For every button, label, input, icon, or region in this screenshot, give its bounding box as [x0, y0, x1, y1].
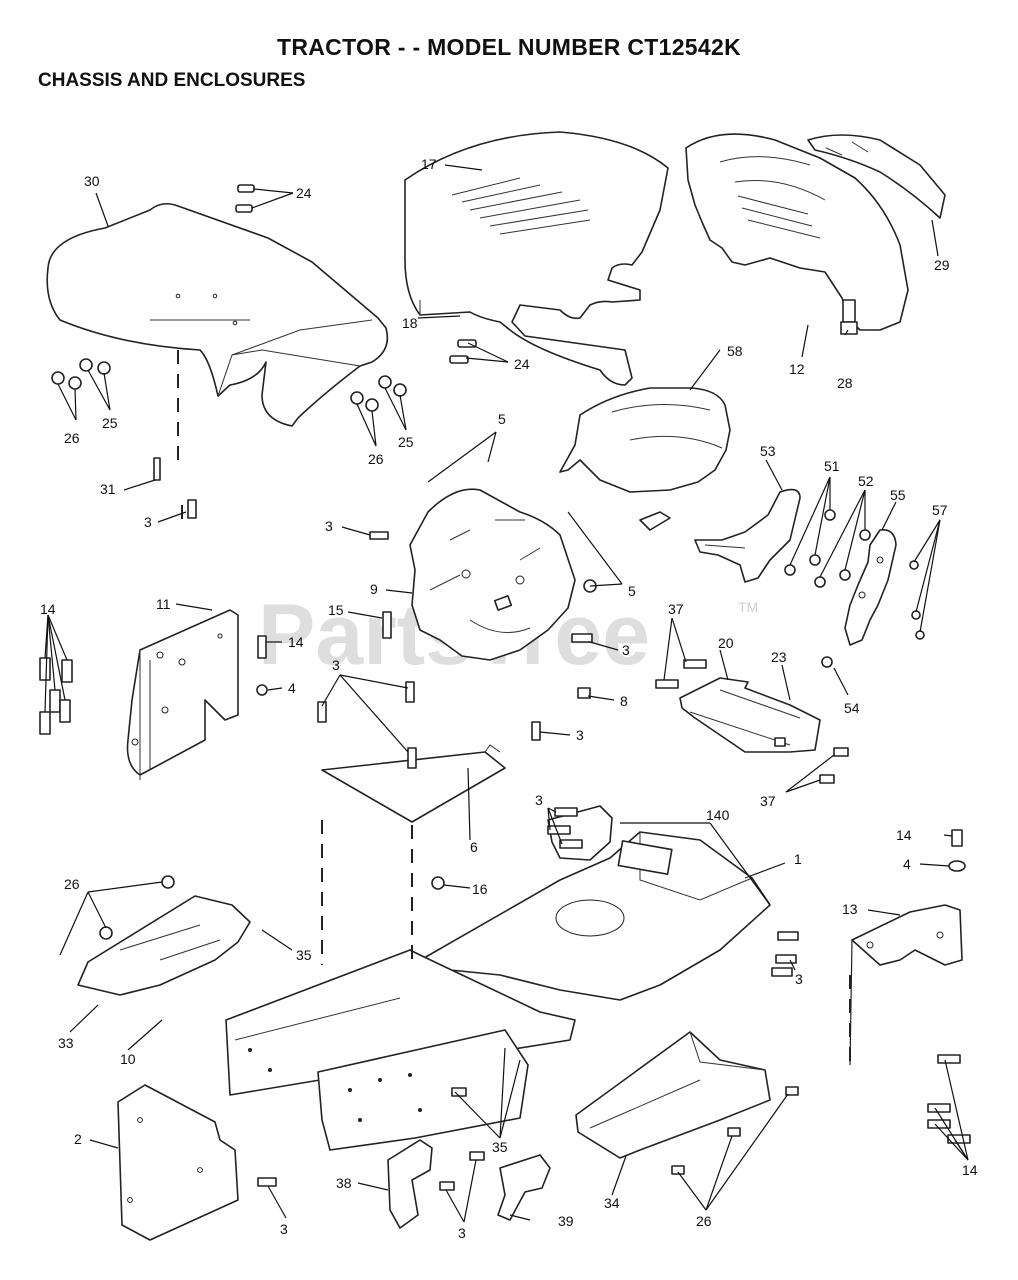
callout-10: 10: [120, 1051, 136, 1067]
callout-53: 53: [760, 443, 776, 459]
callout-15: 15: [328, 602, 344, 618]
part-plate-20: [679, 677, 821, 753]
callout-2: 2: [74, 1131, 82, 1147]
hardware-bolts: [39, 184, 971, 1191]
part-side-rails: [225, 949, 576, 1151]
callout-55: 55: [890, 487, 906, 503]
callout-8: 8: [620, 693, 628, 709]
callout-57: 57: [932, 502, 948, 518]
callout-25: 25: [102, 415, 118, 431]
callout-140: 140: [706, 807, 730, 823]
part-dash-58: [559, 387, 731, 531]
callout-34: 34: [604, 1195, 620, 1211]
callout-35: 35: [492, 1139, 508, 1155]
callout-25: 25: [398, 434, 414, 450]
callout-52: 52: [858, 473, 874, 489]
callout-38: 38: [336, 1175, 352, 1191]
callout-37: 37: [760, 793, 776, 809]
callout-3: 3: [280, 1221, 288, 1237]
callout-13: 13: [842, 901, 858, 917]
callout-30: 30: [84, 173, 100, 189]
leader-lines: [44, 164, 969, 1223]
part-bracket-38: [387, 1139, 433, 1229]
callout-5: 5: [498, 411, 506, 427]
part-frame-1: [409, 805, 771, 1001]
callout-26: 26: [368, 451, 384, 467]
callout-14: 14: [288, 634, 304, 650]
callout-14: 14: [896, 827, 912, 843]
callout-9: 9: [370, 581, 378, 597]
callout-24: 24: [296, 185, 312, 201]
callout-14: 14: [40, 601, 56, 617]
callout-23: 23: [771, 649, 787, 665]
callout-3: 3: [535, 792, 543, 808]
callout-3: 3: [622, 642, 630, 658]
part-plate-34: [575, 1031, 771, 1159]
callout-12: 12: [789, 361, 805, 377]
part-bracket-55: [844, 528, 897, 646]
part-panel-2: [117, 1084, 239, 1241]
callout-16: 16: [472, 881, 488, 897]
callout-54: 54: [844, 700, 860, 716]
callout-labels: 30 24 17 29 18 24 12 28 58 25 26 25 26 5…: [40, 156, 978, 1241]
callout-29: 29: [934, 257, 950, 273]
callout-3: 3: [325, 518, 333, 534]
callout-3: 3: [795, 971, 803, 987]
part-bracket-39: [497, 1154, 551, 1221]
part-fender-30: [46, 202, 389, 427]
callout-26: 26: [64, 876, 80, 892]
callout-24: 24: [514, 356, 530, 372]
callout-26: 26: [696, 1213, 712, 1229]
part-bracket-13: [849, 904, 963, 1066]
part-grille-29: [685, 133, 946, 335]
callout-11: 11: [156, 596, 171, 612]
callout-3: 3: [458, 1225, 466, 1241]
callout-5: 5: [628, 583, 636, 599]
callout-18: 18: [402, 315, 418, 331]
callout-6: 6: [470, 839, 478, 855]
callout-58: 58: [727, 343, 743, 359]
callout-37: 37: [668, 601, 684, 617]
callout-28: 28: [837, 375, 853, 391]
part-bracket-11: [126, 609, 239, 780]
callout-26: 26: [64, 430, 80, 446]
callout-3: 3: [332, 657, 340, 673]
callout-33: 33: [58, 1035, 74, 1051]
callout-3: 3: [144, 514, 152, 530]
part-console-9: [409, 488, 576, 661]
section-subtitle: CHASSIS AND ENCLOSURES: [38, 70, 306, 91]
callout-35: 35: [296, 947, 312, 963]
callout-1: 1: [794, 851, 802, 867]
page-title: TRACTOR - - MODEL NUMBER CT12542K: [277, 34, 741, 60]
part-panel-6: [321, 744, 506, 823]
watermark-tm: TM: [738, 599, 758, 615]
callout-20: 20: [718, 635, 734, 651]
callout-4: 4: [903, 856, 911, 872]
part-pan-10: [77, 895, 251, 996]
part-hood-17: [404, 131, 669, 386]
callout-39: 39: [558, 1213, 574, 1229]
part-bracket-53: [694, 488, 801, 583]
callout-51: 51: [824, 458, 840, 474]
callout-4: 4: [288, 680, 296, 696]
reference-lines: [177, 350, 851, 1065]
callout-3: 3: [576, 727, 584, 743]
callout-17: 17: [421, 156, 437, 172]
callout-14: 14: [962, 1162, 978, 1178]
callout-31: 31: [100, 481, 116, 497]
